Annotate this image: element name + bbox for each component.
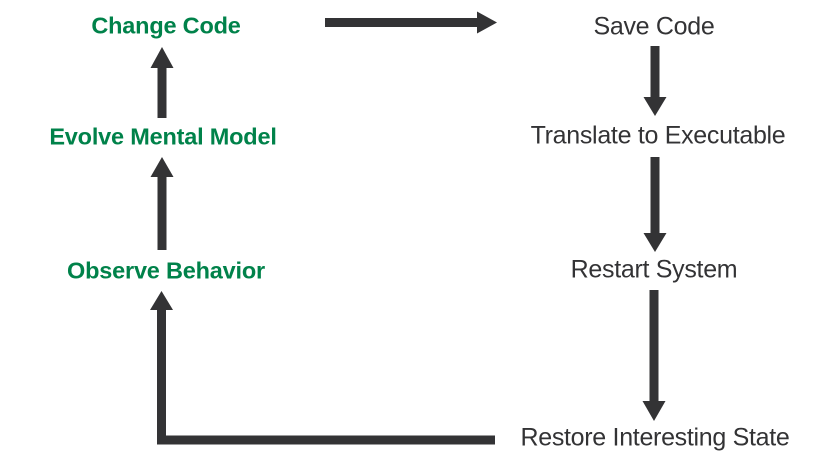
arrowhead-right xyxy=(477,11,497,34)
arrowhead-up xyxy=(150,291,173,310)
edge-evolve-mental-model-to-change-code xyxy=(150,47,174,118)
node-observe-behavior[interactable]: Observe Behavior xyxy=(67,257,265,284)
edge-change-code-to-save-code xyxy=(325,11,497,34)
arrowhead-down xyxy=(643,97,667,116)
edge-observe-behavior-to-evolve-mental-model xyxy=(150,157,174,250)
arrowhead-up xyxy=(150,47,174,68)
node-save-code[interactable]: Save Code xyxy=(593,12,715,41)
arrowhead-up xyxy=(150,157,174,177)
edge-translate-to-restart xyxy=(643,157,667,252)
node-evolve-mental-model[interactable]: Evolve Mental Model xyxy=(49,123,277,150)
arrowhead-down xyxy=(643,233,667,252)
edge-save-code-to-translate xyxy=(643,46,667,116)
node-translate-to-executable[interactable]: Translate to Executable xyxy=(530,121,786,150)
arrowhead-down xyxy=(642,401,666,421)
node-change-code[interactable]: Change Code xyxy=(91,12,241,39)
edge-shaft xyxy=(157,306,495,445)
edge-restore-to-observe-behavior xyxy=(150,291,495,445)
node-restart-system[interactable]: Restart System xyxy=(570,255,738,284)
node-restore-interesting-state[interactable]: Restore Interesting State xyxy=(520,423,790,452)
edge-restart-to-restore xyxy=(642,290,666,421)
